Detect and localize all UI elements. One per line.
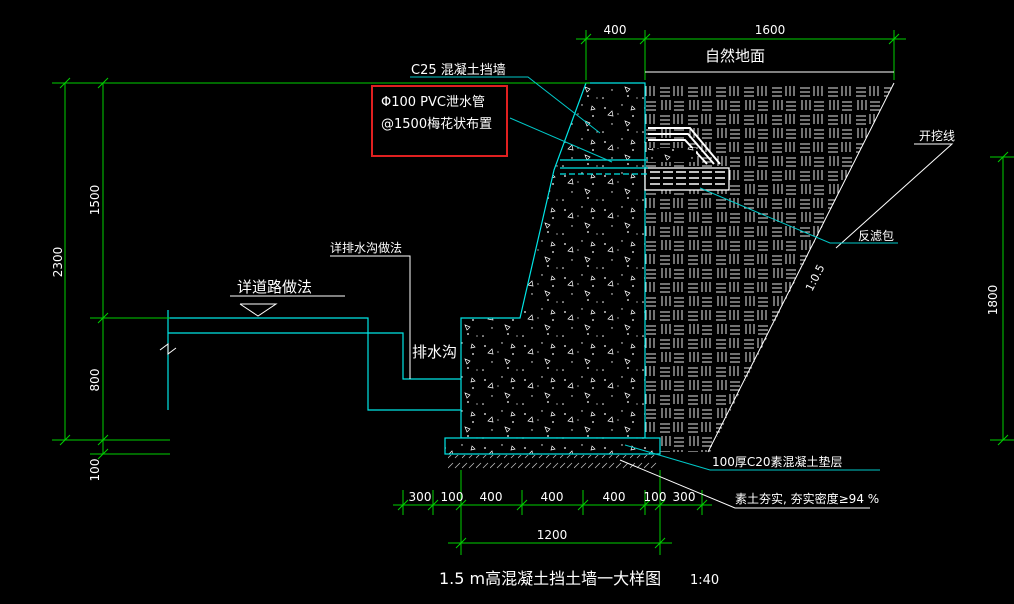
c25-wall-label: C25 混凝土挡墙 [411, 62, 506, 78]
dim-bottom-total: 1200 [537, 528, 568, 542]
dim-bottom-0: 300 [409, 490, 432, 504]
right-dimension-lines [990, 151, 1014, 446]
dim-bottom-6: 300 [673, 490, 696, 504]
cushion-label: 100厚C20素混凝土垫层 [712, 454, 843, 469]
road-detail-label: 详道路做法 [237, 278, 312, 296]
left-dimension-lines [52, 77, 590, 460]
top-dimension-lines [576, 30, 906, 80]
dim-bottom-1: 100 [441, 490, 464, 504]
drawing-title: 1.5 m高混凝土挡土墙一大样图 [439, 569, 661, 588]
dim-100: 100 [88, 459, 102, 482]
filter-bag-label: 反滤包 [858, 229, 894, 243]
dim-2300: 2300 [51, 247, 65, 278]
drain-detail-label: 详排水沟做法 [330, 240, 402, 255]
road-surface [159, 295, 461, 411]
pvc-spacing-label: @1500梅花状布置 [381, 116, 492, 132]
excavation-line-label: 开挖线 [919, 128, 955, 143]
dim-top-400: 400 [604, 23, 627, 37]
dim-bottom-5: 100 [644, 490, 667, 504]
natural-ground-label: 自然地面 [705, 47, 765, 65]
slope-ratio-label: 1:0.5 [803, 262, 827, 293]
dim-bottom-2: 400 [480, 490, 503, 504]
drain-ditch-label: 排水沟 [412, 343, 457, 361]
dim-right-1800: 1800 [986, 285, 1000, 316]
retaining-wall-body [460, 82, 646, 439]
backfill-soil-hatch [645, 83, 894, 452]
leader-lines [330, 76, 954, 509]
dim-bottom-3: 400 [541, 490, 564, 504]
dim-bottom-4: 400 [603, 490, 626, 504]
bottom-dimension-lines [393, 470, 712, 555]
dim-top-1600: 1600 [755, 23, 786, 37]
dim-1500: 1500 [88, 185, 102, 216]
dim-800: 800 [88, 369, 102, 392]
cushion-layer [444, 437, 661, 455]
compaction-label: 素土夯实, 夯实密度≥94 % [735, 491, 879, 506]
pvc-pipe-label: Φ100 PVC泄水管 [381, 95, 485, 110]
pvc-pipe-highlight-box[interactable] [371, 85, 508, 157]
filter-bag [644, 127, 730, 191]
drawing-scale: 1:40 [690, 573, 719, 588]
excavation-line [707, 82, 895, 453]
compacted-soil-hatch [448, 455, 658, 469]
pvc-drain-pipe [560, 159, 648, 175]
